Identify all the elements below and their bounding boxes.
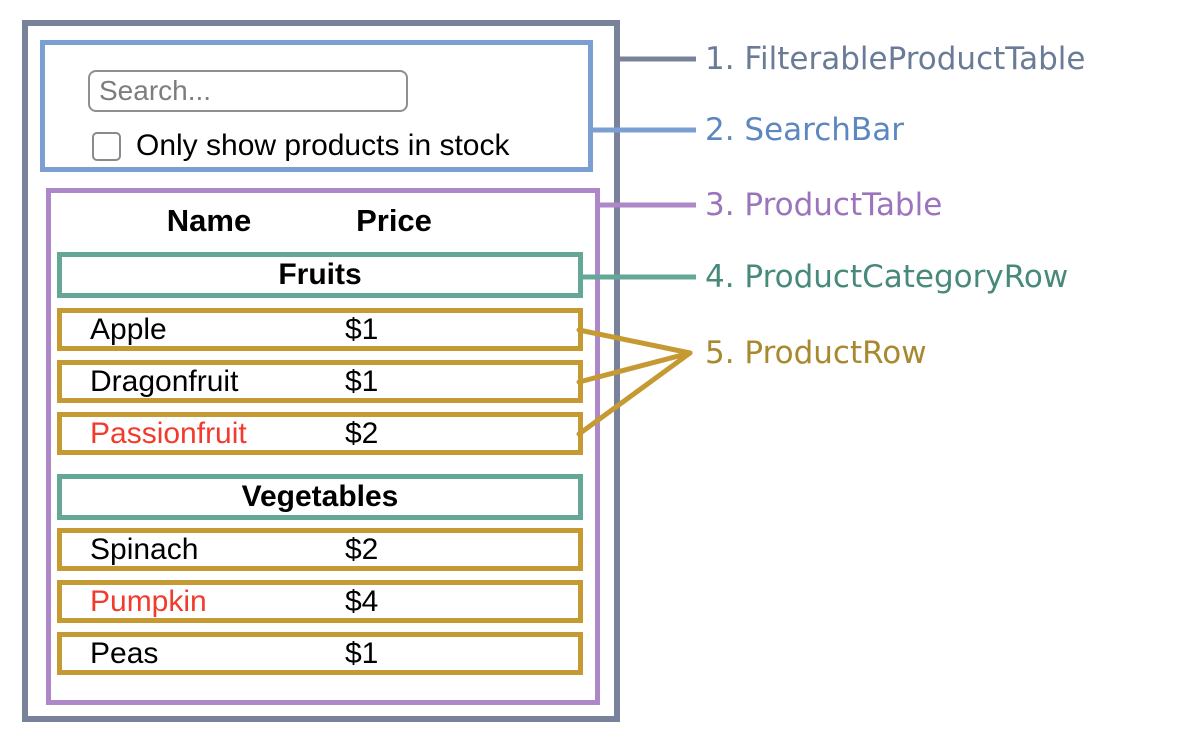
legend-filterable-product-table: 1. FilterableProductTable [705,41,1086,77]
product-table-box: Name Price Fruits Apple $1 Dragonfruit $… [46,188,600,705]
product-price: $1 [345,636,379,670]
product-price: $1 [345,312,379,346]
category-row-vegetables: Vegetables [57,474,583,520]
product-price: $1 [345,364,379,398]
category-row-fruits: Fruits [57,252,583,298]
in-stock-checkbox-label: Only show products in stock [136,129,510,162]
product-row-dragonfruit: Dragonfruit $1 [57,360,583,403]
product-row-apple: Apple $1 [57,308,583,351]
search-bar-box: Only show products in stock [40,40,593,172]
legend-product-category-row: 4. ProductCategoryRow [705,259,1069,295]
filterable-product-table-box: Only show products in stock Name Price F… [22,20,620,722]
category-label: Vegetables [241,480,399,513]
product-name: Passionfruit [90,416,247,450]
product-row-pumpkin: Pumpkin $4 [57,580,583,623]
product-name: Spinach [90,532,199,566]
product-row-passionfruit: Passionfruit $2 [57,412,583,455]
legend-product-table: 3. ProductTable [705,187,943,223]
product-name: Dragonfruit [90,364,239,398]
product-price: $2 [345,416,379,450]
product-row-peas: Peas $1 [57,632,583,675]
in-stock-filter: Only show products in stock [92,129,510,163]
category-label: Fruits [278,258,362,291]
in-stock-checkbox[interactable] [92,131,121,161]
legend-product-row: 5. ProductRow [705,335,927,371]
product-name: Apple [90,312,167,346]
legend-search-bar: 2. SearchBar [705,112,904,148]
product-name: Peas [90,636,159,670]
product-name: Pumpkin [90,584,207,618]
product-price: $2 [345,532,379,566]
column-header-name: Name [166,203,252,238]
column-header-price: Price [356,203,432,238]
product-row-spinach: Spinach $2 [57,528,583,571]
search-input[interactable] [88,70,408,112]
product-price: $4 [345,584,379,618]
